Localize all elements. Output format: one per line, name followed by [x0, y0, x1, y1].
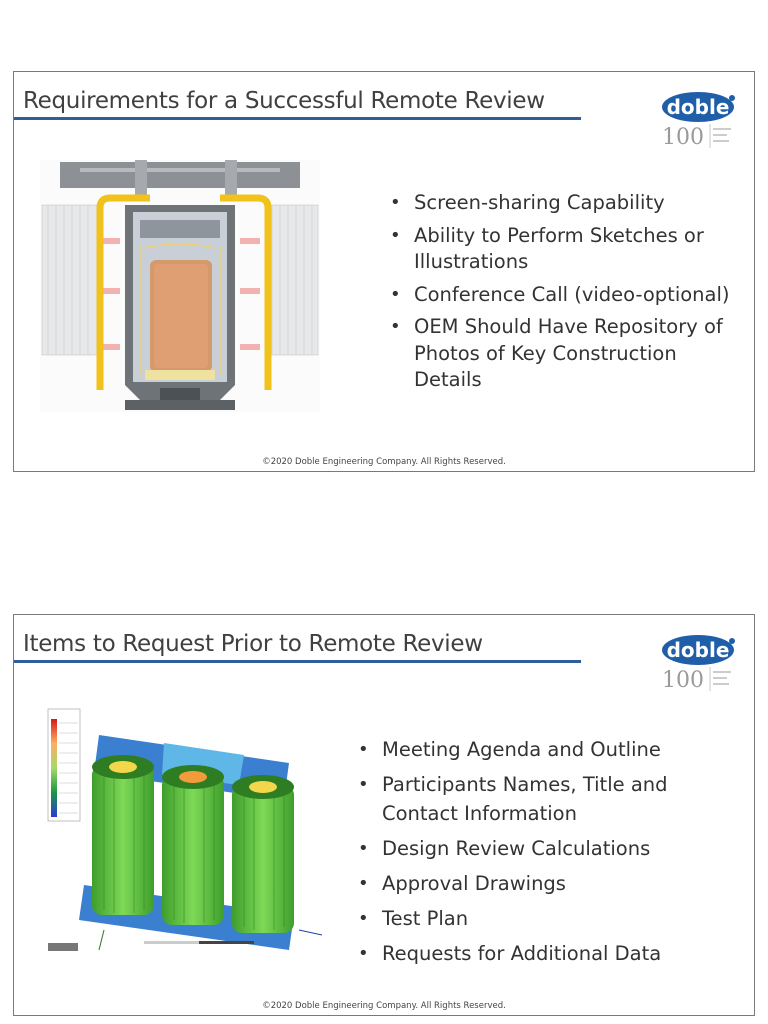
- slide-items-to-request: Items to Request Prior to Remote Review …: [13, 614, 755, 1016]
- list-item: OEM Should Have Repository of Photos of …: [386, 314, 736, 394]
- title-underline: [14, 117, 581, 120]
- list-item: Participants Names, Title and Contact In…: [354, 770, 744, 828]
- list-item: Ability to Perform Sketches or Illustrat…: [386, 223, 736, 276]
- slide-title: Items to Request Prior to Remote Review: [23, 631, 483, 657]
- list-item: Design Review Calculations: [354, 834, 744, 863]
- list-item: Conference Call (video-optional): [386, 282, 736, 309]
- slide-requirements: Requirements for a Successful Remote Rev…: [13, 71, 755, 472]
- doble-logo: doble 100: [662, 92, 735, 150]
- core-simulation-image: [44, 705, 324, 955]
- transformer-cutaway-image: [40, 160, 320, 412]
- bullet-list: Screen-sharing Capability Ability to Per…: [386, 190, 736, 400]
- bullet-list: Meeting Agenda and Outline Participants …: [354, 735, 744, 974]
- copyright-footer: ©2020 Doble Engineering Company. All Rig…: [262, 1001, 506, 1011]
- title-underline: [14, 660, 581, 663]
- list-item: Approval Drawings: [354, 869, 744, 898]
- list-item: Meeting Agenda and Outline: [354, 735, 744, 764]
- slide-title: Requirements for a Successful Remote Rev…: [23, 88, 545, 114]
- logo-anniversary: 100: [662, 125, 704, 150]
- logo-wordmark: doble: [667, 638, 730, 662]
- logo-anniversary: 100: [662, 668, 704, 693]
- list-item: Requests for Additional Data: [354, 939, 744, 968]
- copyright-footer: ©2020 Doble Engineering Company. All Rig…: [262, 457, 506, 467]
- doble-logo: doble 100: [662, 635, 735, 693]
- logo-wordmark: doble: [667, 95, 730, 119]
- list-item: Test Plan: [354, 904, 744, 933]
- list-item: Screen-sharing Capability: [386, 190, 736, 217]
